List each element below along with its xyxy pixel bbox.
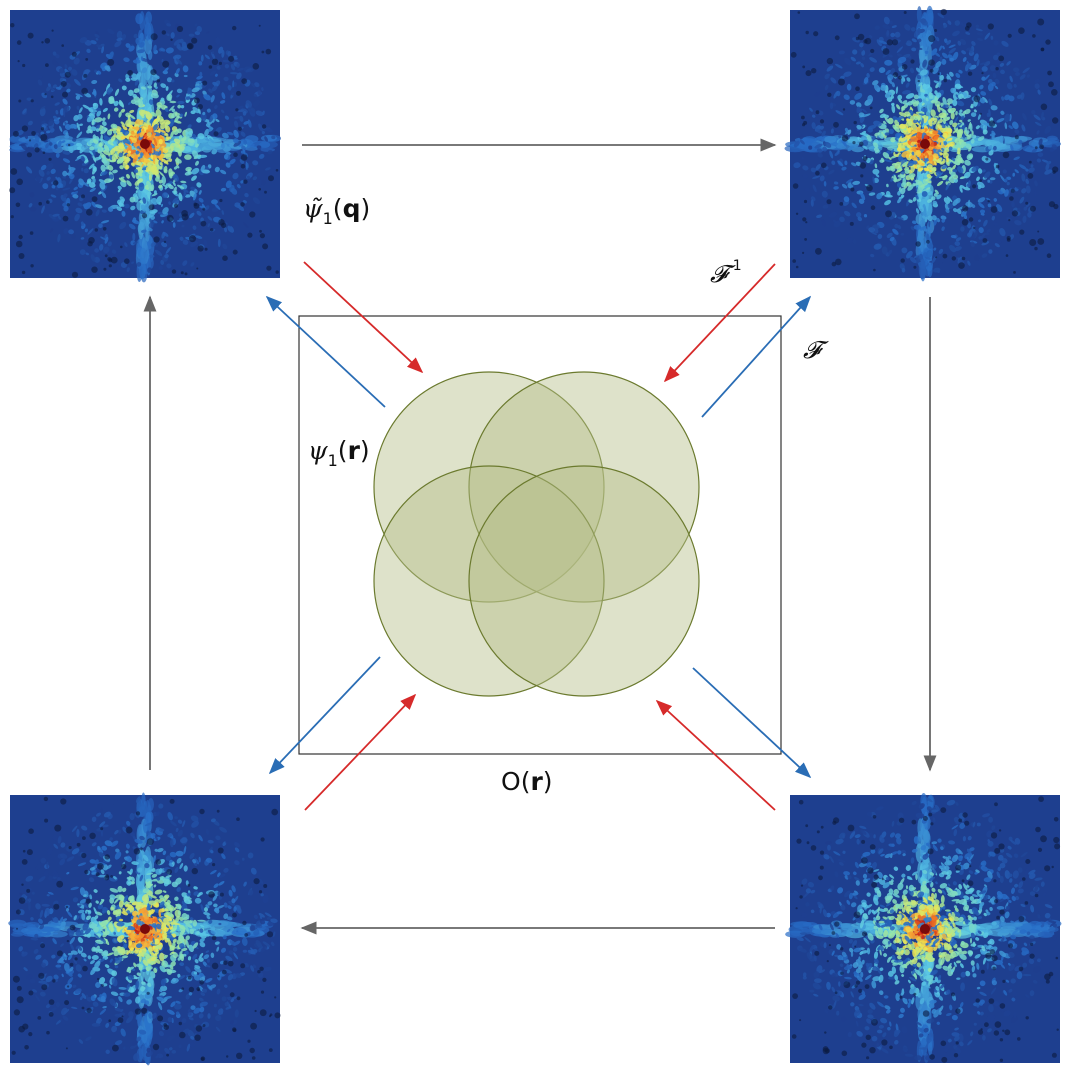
probe-circle-bottom-left: [373, 465, 605, 697]
label-psi-r: ψ1(r): [308, 436, 370, 470]
blue-arrow-top-right: [701, 295, 812, 418]
label-object: O(r): [501, 767, 553, 796]
probe-circle-top-right: [468, 371, 700, 603]
object-frame: [298, 315, 782, 755]
probe-circle-top-left: [373, 371, 605, 603]
red-arrow-bottom-right: [655, 699, 776, 811]
blue-arrow-bottom-right: [692, 667, 812, 779]
diffraction-pattern-top-left: [9, 10, 282, 283]
red-arrow-top-right: [663, 263, 776, 383]
diffraction-pattern-bottom-right: [785, 793, 1062, 1064]
diffraction-pattern-bottom-left: [8, 792, 281, 1066]
probe-positions: [373, 371, 700, 697]
blue-arrow-bottom-left: [268, 656, 381, 775]
diffraction-pattern-top-right: [784, 5, 1061, 282]
blue-arrow-top-left: [265, 295, 386, 408]
label-fourier-inverse: 𝓕-1: [710, 258, 742, 288]
red-arrow-bottom-left: [304, 693, 417, 811]
label-psi-q: ψ̃1(q): [303, 194, 370, 228]
label-fourier: 𝓕: [803, 336, 829, 364]
probe-circle-bottom-right: [468, 465, 700, 697]
red-arrow-top-left: [303, 261, 424, 374]
